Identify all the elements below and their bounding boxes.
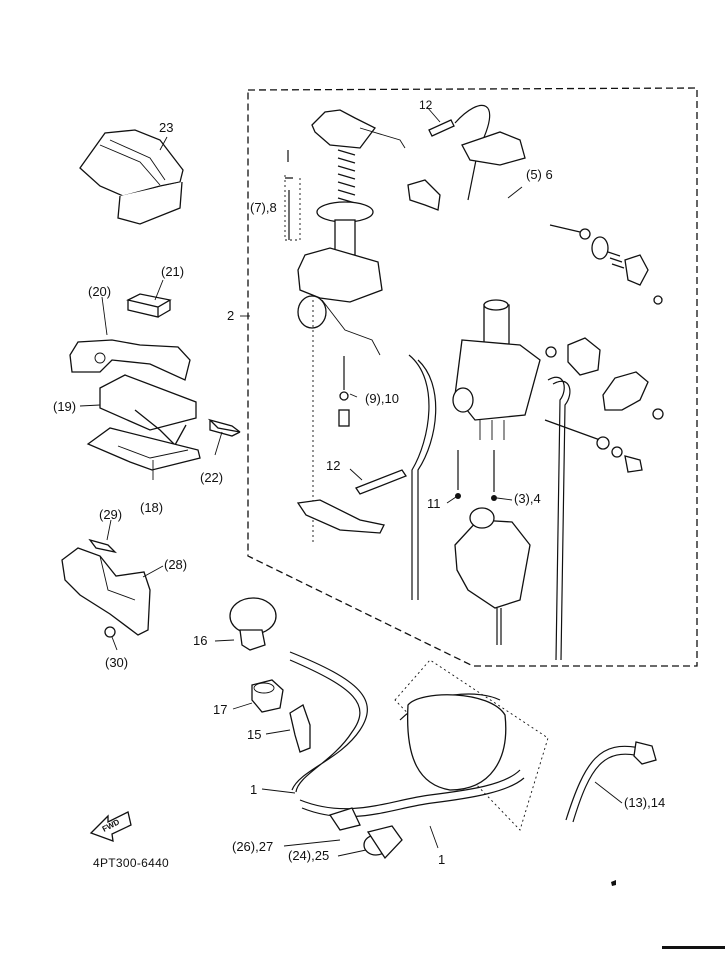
- callout-28: (28): [164, 557, 188, 572]
- callout-9-10: (9),10: [365, 391, 399, 406]
- callout-26-27: (26),27: [232, 839, 274, 854]
- part-7-8-needle: [284, 150, 301, 241]
- part-11-jet: [455, 450, 461, 499]
- carb-lower-bracket: [296, 499, 385, 534]
- callout-11: 11: [427, 496, 441, 511]
- carb-linkage-right: [544, 337, 664, 473]
- part-13-14-hose: [565, 741, 657, 823]
- carb-top-plate: [461, 131, 526, 166]
- part-30-clip: [104, 626, 116, 638]
- carb-idle-screw-assembly: [549, 224, 663, 305]
- callout-13-14: (13),14: [624, 795, 666, 810]
- part-17-clamp: [251, 679, 284, 713]
- callout-1-right: 1: [438, 852, 446, 867]
- callout-22: (22): [200, 470, 224, 485]
- callout-16: 16: [193, 633, 208, 648]
- callout-7-8: (7),8: [250, 200, 277, 215]
- part-9-10-screw: [312, 300, 350, 545]
- part-26-27-connector: [328, 807, 361, 831]
- carb-spring: [337, 149, 356, 204]
- part-22-pad: [207, 418, 241, 437]
- part-16-filter: [229, 597, 277, 651]
- reference-code: 4PT300-6440: [93, 856, 170, 870]
- carb-vent-hoses: [408, 354, 571, 661]
- part-21-pad: [126, 293, 172, 318]
- callout-19: (19): [53, 399, 77, 414]
- carburetor-assembly-boundary: [247, 87, 698, 667]
- part-28-box: [61, 547, 151, 636]
- carb-body-main: [297, 247, 383, 356]
- leader-lines: [79, 106, 623, 857]
- callout-2: 2: [227, 308, 235, 323]
- callout-5-6: (5) 6: [526, 167, 553, 182]
- callout-30: (30): [105, 655, 129, 670]
- page-corner-bar: [662, 946, 725, 949]
- part-3-4-jet: [491, 450, 497, 501]
- carb-float-bowl: [454, 507, 531, 645]
- callout-18: (18): [140, 500, 164, 515]
- callout-15: 15: [247, 727, 262, 742]
- part-24-25-valve: [363, 825, 403, 860]
- callout-17: 17: [213, 702, 228, 717]
- part-19-duct: [99, 374, 197, 447]
- part-18-gasket: [86, 427, 201, 471]
- carb-diaphragm: [316, 201, 374, 256]
- lower-hose-harness: [289, 651, 549, 831]
- callout-20: (20): [88, 284, 112, 299]
- forward-arrow-icon: [89, 811, 132, 842]
- carb-bracket-upper: [407, 179, 441, 211]
- callout-24-25: (24),25: [288, 848, 330, 863]
- part-29-pad: [88, 538, 118, 554]
- part-23-cover: [79, 129, 184, 225]
- stray-mark: [611, 880, 616, 886]
- callout-12-lower: 12: [326, 458, 341, 473]
- carb-body-center: [452, 299, 541, 440]
- carb-top-cover: [311, 109, 406, 149]
- callout-23: 23: [159, 120, 174, 135]
- callout-29: (29): [99, 507, 123, 522]
- callout-21: (21): [161, 264, 185, 279]
- part-15-bracket: [289, 704, 311, 753]
- part-20-bracket: [69, 339, 191, 381]
- callout-12-upper: 12: [419, 98, 433, 112]
- part-12-pin-lower: [355, 469, 407, 495]
- callout-3-4: (3),4: [514, 491, 541, 506]
- callout-1-left: 1: [250, 782, 258, 797]
